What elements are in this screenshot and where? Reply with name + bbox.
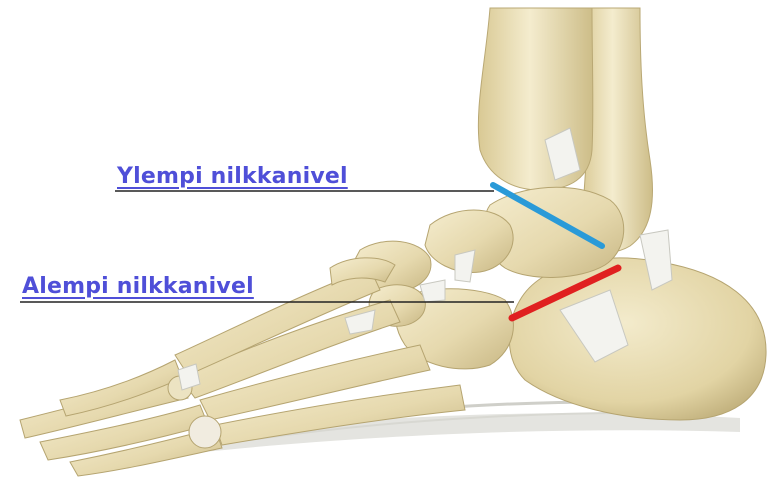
lower-ankle-joint-label: Alempi nilkkanivel	[22, 274, 254, 299]
upper-ankle-joint-label: Ylempi nilkkanivel	[117, 164, 348, 189]
calcaneus-bone	[509, 258, 766, 420]
